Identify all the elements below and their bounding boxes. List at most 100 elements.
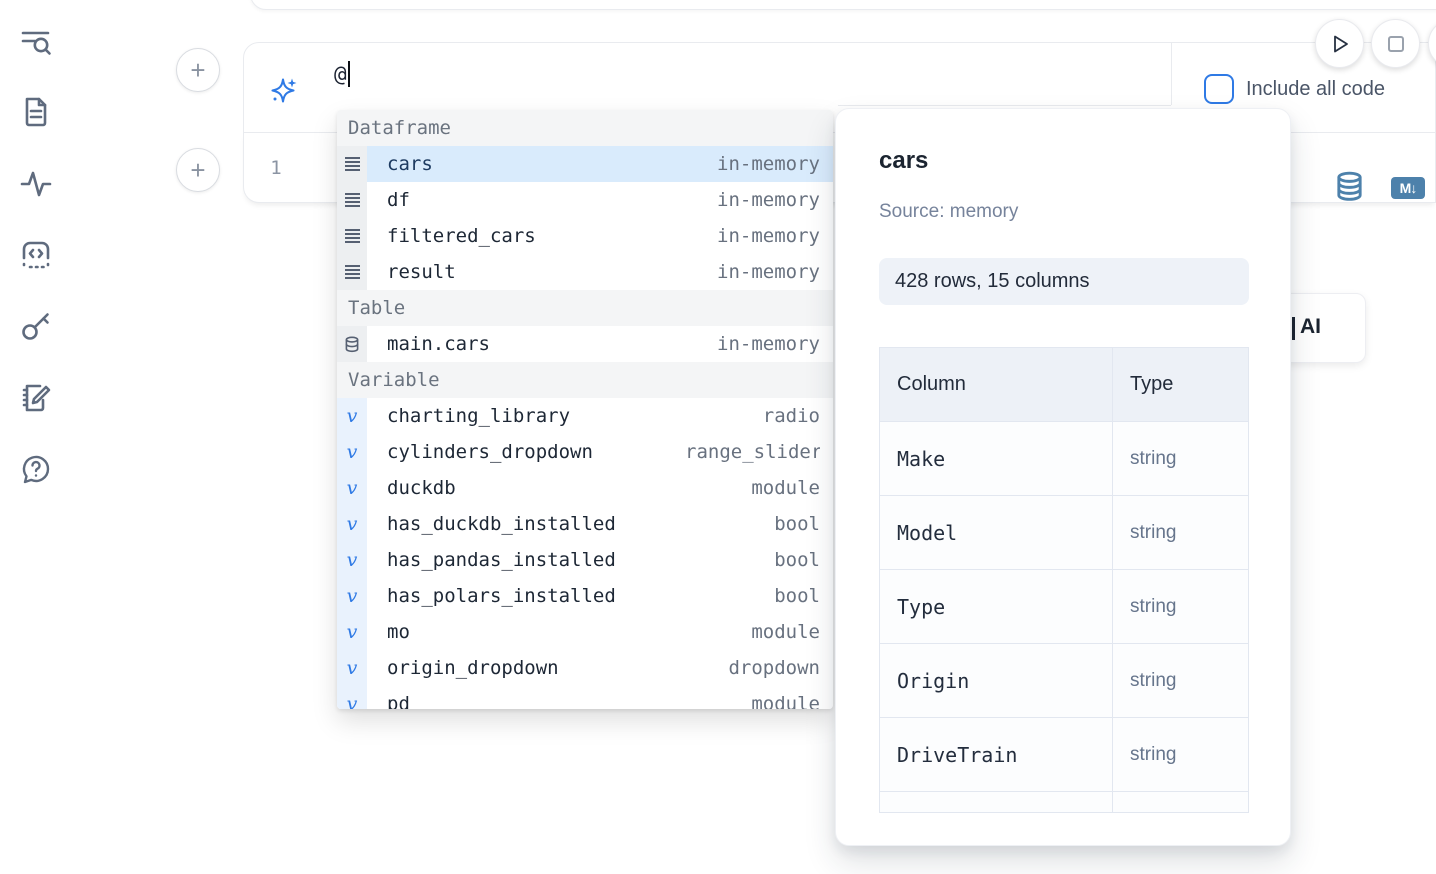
autocomplete-item-cars[interactable]: cars in-memory bbox=[337, 146, 833, 182]
item-icon-gutter bbox=[337, 182, 367, 218]
item-name: origin_dropdown bbox=[387, 657, 559, 679]
item-meta: module bbox=[751, 621, 820, 643]
dataframe-preview-popup: cars Source: memory 428 rows, 15 columns… bbox=[835, 108, 1291, 846]
text-caret bbox=[347, 61, 350, 87]
add-cell-below-button[interactable]: + bbox=[176, 148, 220, 192]
notebook-edit-icon[interactable] bbox=[19, 381, 53, 415]
item-icon-gutter: v bbox=[337, 686, 367, 709]
ai-prompt-input[interactable]: @ bbox=[334, 43, 350, 105]
variable-icon: v bbox=[346, 512, 358, 535]
autocomplete-section-header: Dataframe bbox=[337, 110, 833, 146]
sidebar bbox=[0, 0, 72, 874]
table-database-icon bbox=[345, 335, 359, 352]
variable-icon: v bbox=[346, 476, 358, 499]
column-name: DriveTrain bbox=[880, 718, 1113, 791]
dataframe-rows-icon bbox=[344, 229, 360, 243]
play-icon bbox=[1333, 35, 1348, 52]
variable-icon: v bbox=[346, 692, 358, 709]
item-meta: radio bbox=[762, 405, 820, 427]
item-meta: bool bbox=[774, 549, 820, 571]
item-icon-gutter: v bbox=[337, 650, 367, 686]
column-name: Type bbox=[880, 570, 1113, 643]
database-icon[interactable] bbox=[1334, 170, 1365, 203]
item-meta: range_slider bbox=[685, 441, 820, 463]
search-list-icon[interactable] bbox=[19, 24, 53, 58]
column-type: Type bbox=[1130, 373, 1174, 395]
dataframe-rows-icon bbox=[344, 265, 360, 279]
run-cell-button[interactable] bbox=[1315, 19, 1364, 68]
item-name: duckdb bbox=[387, 477, 456, 499]
schema-row: Origin string bbox=[880, 644, 1248, 718]
markdown-icon[interactable]: M↓ bbox=[1391, 177, 1425, 199]
column-type: string bbox=[1130, 521, 1177, 543]
item-name: cars bbox=[387, 153, 433, 175]
item-meta: dropdown bbox=[728, 657, 820, 679]
include-all-code-checkbox[interactable] bbox=[1204, 74, 1234, 104]
autocomplete-item-origin_dropdown[interactable]: v origin_dropdown dropdown bbox=[337, 650, 833, 686]
item-icon-gutter bbox=[337, 254, 367, 290]
document-icon[interactable] bbox=[19, 94, 53, 128]
item-meta: module bbox=[751, 693, 820, 709]
item-icon-gutter: v bbox=[337, 506, 367, 542]
item-icon-gutter: v bbox=[337, 578, 367, 614]
column-type: string bbox=[1130, 669, 1177, 691]
code-snippet-icon[interactable] bbox=[19, 238, 53, 272]
column-type bbox=[1113, 792, 1248, 812]
key-icon[interactable] bbox=[19, 309, 53, 343]
line-number: 1 bbox=[270, 157, 282, 179]
include-all-code-label: Include all code bbox=[1246, 78, 1385, 100]
column-name: Origin bbox=[880, 644, 1113, 717]
variable-icon: v bbox=[346, 440, 358, 463]
item-name: pd bbox=[387, 693, 410, 709]
previous-cell-edge bbox=[250, 0, 1436, 10]
activity-icon[interactable] bbox=[19, 166, 53, 200]
item-meta: bool bbox=[774, 513, 820, 535]
item-meta: in-memory bbox=[717, 225, 820, 247]
preview-source: Source: memory bbox=[879, 201, 1019, 222]
item-meta: module bbox=[751, 477, 820, 499]
autocomplete-item-df[interactable]: df in-memory bbox=[337, 182, 833, 218]
item-meta: in-memory bbox=[717, 189, 820, 211]
column-name bbox=[880, 792, 1113, 812]
item-name: filtered_cars bbox=[387, 225, 536, 247]
column-name: Make bbox=[880, 422, 1113, 495]
ai-prompt-value: @ bbox=[334, 62, 347, 86]
help-chat-icon[interactable] bbox=[19, 453, 53, 487]
variable-icon: v bbox=[346, 620, 358, 643]
item-icon-gutter: v bbox=[337, 434, 367, 470]
autocomplete-item-duckdb[interactable]: v duckdb module bbox=[337, 470, 833, 506]
dataframe-rows-icon bbox=[344, 157, 360, 171]
autocomplete-item-pd[interactable]: v pd module bbox=[337, 686, 833, 709]
item-meta: in-memory bbox=[717, 261, 820, 283]
item-name: main.cars bbox=[387, 333, 490, 355]
item-icon-gutter bbox=[337, 218, 367, 254]
autocomplete-item-filtered_cars[interactable]: filtered_cars in-memory bbox=[337, 218, 833, 254]
ai-card-label: AI bbox=[1300, 315, 1321, 338]
item-name: df bbox=[387, 189, 410, 211]
stop-button[interactable] bbox=[1371, 19, 1420, 68]
variable-icon: v bbox=[346, 656, 358, 679]
prompt-bottom-border bbox=[838, 105, 1171, 106]
stop-icon bbox=[1387, 35, 1404, 52]
item-name: charting_library bbox=[387, 405, 571, 427]
item-meta: in-memory bbox=[717, 153, 820, 175]
autocomplete-section-header: Table bbox=[337, 290, 833, 326]
preview-title: cars bbox=[879, 147, 929, 174]
add-cell-above-button[interactable]: + bbox=[176, 48, 220, 92]
prompt-divider bbox=[1171, 43, 1172, 105]
